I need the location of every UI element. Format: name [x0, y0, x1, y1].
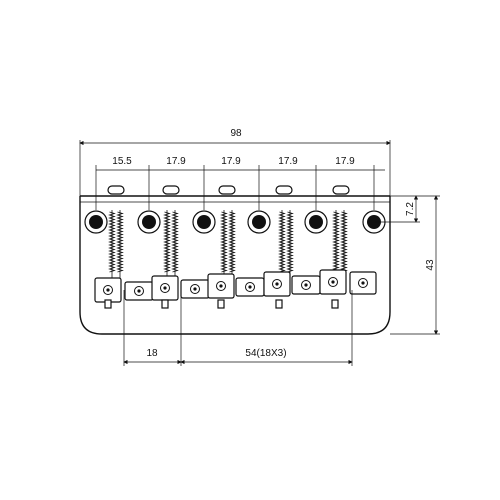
- saddle-block-3: [151, 275, 179, 301]
- height-label: 43: [425, 259, 436, 271]
- string-hole-core-6: [367, 215, 381, 229]
- saddle-offset-label: 18: [146, 348, 158, 359]
- base-plate: [79, 195, 391, 335]
- spring-5: [220, 210, 228, 278]
- mounting-slot-5: [332, 185, 350, 195]
- saddle-block-8: [291, 275, 321, 295]
- overall-width-label: 98: [230, 128, 242, 139]
- saddle-stem-3: [217, 299, 225, 309]
- saddle-block-1: [94, 277, 122, 303]
- spring-9: [332, 210, 340, 278]
- spring-4: [171, 210, 179, 278]
- spring-6: [228, 210, 236, 278]
- saddle-span-label: 54(18X3): [245, 348, 286, 359]
- string-holes: [84, 210, 386, 234]
- string-hole-core-3: [197, 215, 211, 229]
- dimension-lines: [79, 140, 440, 366]
- spring-screws: [108, 210, 348, 278]
- saddle-block-6: [235, 277, 265, 297]
- spring-7: [278, 210, 286, 278]
- spring-2: [116, 210, 124, 278]
- saddle-stem-1: [104, 299, 112, 309]
- mounting-slots: [107, 185, 350, 195]
- mounting-slot-4: [275, 185, 293, 195]
- spacing-4-label: 17.9: [278, 156, 298, 167]
- string-hole-core-4: [252, 215, 266, 229]
- saddle-stem-4: [275, 299, 283, 309]
- string-hole-core-1: [89, 215, 103, 229]
- string-hole-core-5: [309, 215, 323, 229]
- spacing-2-label: 17.9: [166, 156, 186, 167]
- mounting-slot-3: [218, 185, 236, 195]
- spring-10: [340, 210, 348, 278]
- spacing-3-label: 17.9: [221, 156, 241, 167]
- mounting-slot-1: [107, 185, 125, 195]
- saddle-block-9: [319, 269, 347, 295]
- saddle-block-10: [349, 271, 377, 295]
- hole-offset-label: 7.2: [405, 202, 416, 216]
- spring-3: [163, 210, 171, 278]
- spacing-first-label: 15.5: [112, 156, 132, 167]
- saddle-block-2: [124, 281, 154, 301]
- spring-8: [286, 210, 294, 278]
- saddle-block-4: [180, 279, 210, 299]
- spring-1: [108, 210, 116, 278]
- saddle-stem-5: [331, 299, 339, 309]
- saddles: [94, 269, 377, 309]
- mounting-slot-2: [162, 185, 180, 195]
- saddle-stem-2: [161, 299, 169, 309]
- saddle-block-5: [207, 273, 235, 299]
- string-hole-core-2: [142, 215, 156, 229]
- saddle-block-7: [263, 271, 291, 297]
- spacing-5-label: 17.9: [335, 156, 355, 167]
